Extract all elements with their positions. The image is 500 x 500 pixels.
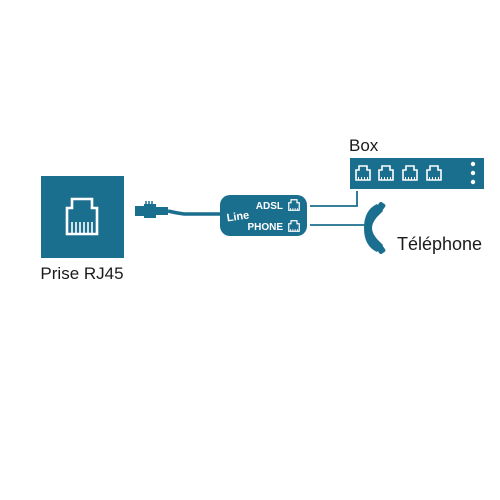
splitter-phone-label: PHONE [247,222,283,233]
internet-box: Box [349,136,484,189]
wall-socket-label: Prise RJ45 [40,264,123,283]
box-label: Box [349,136,379,155]
wire-to-box [310,191,358,207]
wall-socket-plate [41,176,124,258]
wall-socket: Prise RJ45 [40,176,124,283]
telephone: Téléphone [364,201,482,255]
connection-wires [310,191,365,226]
splitter-adsl-label: ADSL [256,201,283,212]
adsl-splitter: Line ADSL PHONE [220,195,307,236]
splitter-line-label: Line [226,209,250,224]
box-status-leds [470,161,476,185]
cable-line [167,209,221,216]
rj45-socket-icon [65,197,99,236]
rj45-plug-icon [135,201,168,218]
splitter-body [220,195,307,236]
rj45-cable [135,201,221,218]
telephone-handset-icon [364,201,386,255]
telephone-label: Téléphone [397,234,482,254]
